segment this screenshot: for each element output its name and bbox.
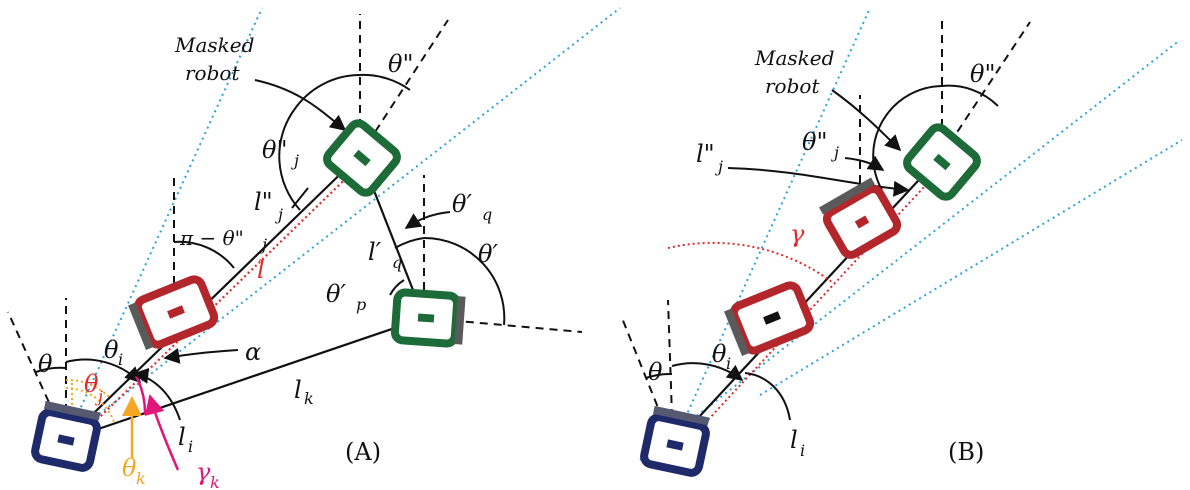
green-robot-masked [323, 119, 401, 197]
theta-dd-arc [359, 73, 411, 91]
theta-prime-arc [423, 236, 506, 326]
red-robot-2 [819, 177, 902, 259]
l-i-leader [132, 367, 181, 421]
masked-label-line2: robot [185, 61, 240, 85]
l-i-sub: i [188, 437, 193, 456]
distance-line-dotted [680, 158, 951, 450]
reference-line [423, 317, 583, 333]
masked-robot-leader [254, 79, 347, 131]
reference-line [667, 299, 674, 446]
distance-line-l [71, 158, 367, 445]
masked-robot-leader [831, 89, 902, 152]
masked-label-line2: robot [765, 74, 820, 98]
link-line [65, 154, 361, 441]
theta-k-arc [65, 387, 115, 423]
link-line [672, 154, 943, 446]
theta-dd-j-arc [293, 74, 361, 111]
reference-line [621, 317, 674, 446]
green-robot [390, 288, 466, 348]
pi-minus-arc [173, 240, 235, 269]
theta-prime-label: θ′ [478, 240, 498, 268]
theta-prime-q-leader [404, 211, 451, 229]
theta-dd-j-sub: j [291, 151, 299, 170]
fov-line [672, 7, 871, 446]
alpha-leader [163, 347, 239, 364]
theta-dd-label: θ" [388, 50, 414, 78]
theta-label: θ [648, 358, 663, 386]
fov-line [65, 7, 263, 441]
l-dd-j-sub: j [715, 157, 723, 176]
masked-label-line1: Masked [174, 33, 254, 57]
l-label: l [257, 256, 265, 284]
l-i-label: l [178, 423, 186, 451]
blue-robot [640, 405, 710, 477]
caption-b: (B) [948, 438, 984, 466]
gamma-label: γ [790, 220, 805, 248]
blue-robot [31, 400, 101, 472]
l-prime-q-sub: q [392, 253, 402, 272]
theta-i-sub: i [118, 350, 123, 369]
theta-j-label: θ [84, 370, 99, 398]
gamma-k-label: γ [196, 458, 211, 486]
theta-dd-label: θ" [970, 60, 996, 88]
theta-k-label: θ [122, 454, 137, 482]
theta-dd-j-leader [844, 155, 885, 171]
pi-minus-label: π − θ" [179, 226, 244, 250]
green-robot-masked [903, 123, 981, 201]
theta-dd-j-arc2 [278, 109, 301, 211]
theta-dd-j-sub: j [831, 143, 839, 162]
fov-line [65, 7, 621, 441]
gamma-k-arrow [144, 394, 180, 471]
l-dd-j-sub: j [275, 205, 283, 224]
theta-prime-p-arc [389, 279, 405, 296]
alpha-label: α [245, 338, 261, 366]
theta-k-sub: k [136, 469, 146, 488]
fov-line [759, 139, 1183, 396]
masked-label-line1: Masked [754, 46, 834, 70]
panel-a: Masked robot θ" θ" j l" j π − θ" j l θ′ … [7, 7, 621, 490]
reference-line [7, 311, 67, 441]
theta-prime-p-sub: p [356, 295, 366, 314]
l-dd-j-label: l" [254, 188, 273, 216]
theta-label: θ [38, 350, 53, 378]
theta-dd-j-arc [872, 85, 943, 191]
gamma-arc [667, 241, 833, 283]
theta-j-sub: j [95, 387, 103, 406]
theta-i-label: θ [104, 336, 119, 364]
theta-dd-j-label: θ" [802, 128, 828, 156]
fov-line [639, 39, 1181, 461]
theta-prime-q-sub: q [482, 205, 492, 224]
theta-i-label: θ [712, 340, 727, 368]
l-i-label: l [790, 426, 798, 454]
l-i-sub: i [800, 441, 805, 460]
red-robot [724, 281, 815, 356]
l-prime-q-label: l′ [368, 238, 382, 266]
l-dd-j-label: l" [696, 140, 715, 168]
link-line [65, 316, 425, 442]
theta-dd-arc [941, 84, 999, 107]
theta-arc [645, 372, 673, 379]
theta-prime-q-label: θ′ [452, 190, 472, 218]
theta-arc [35, 366, 67, 373]
red-robot [128, 275, 219, 350]
theta-i-arc [671, 362, 744, 381]
l-dd-j-leader [291, 187, 309, 209]
panel-b: Masked robot θ" θ" j l" j γ θ θ i l i (B… [621, 7, 1183, 477]
l-dd-j-leader [727, 167, 910, 197]
theta-prime-q-arc [394, 237, 425, 249]
theta-prime-p-label: θ′ [326, 280, 346, 308]
l-k-sub: k [304, 389, 314, 408]
caption-a: (A) [345, 438, 381, 466]
gamma-k-sub: k [210, 473, 220, 490]
l-i-leader [744, 372, 791, 421]
reference-line [941, 21, 1031, 156]
theta-dd-j-label: θ" [262, 136, 288, 164]
theta-i-sub: i [726, 354, 731, 373]
l-k-label: l [294, 376, 302, 404]
pi-minus-sub: j [259, 235, 267, 254]
